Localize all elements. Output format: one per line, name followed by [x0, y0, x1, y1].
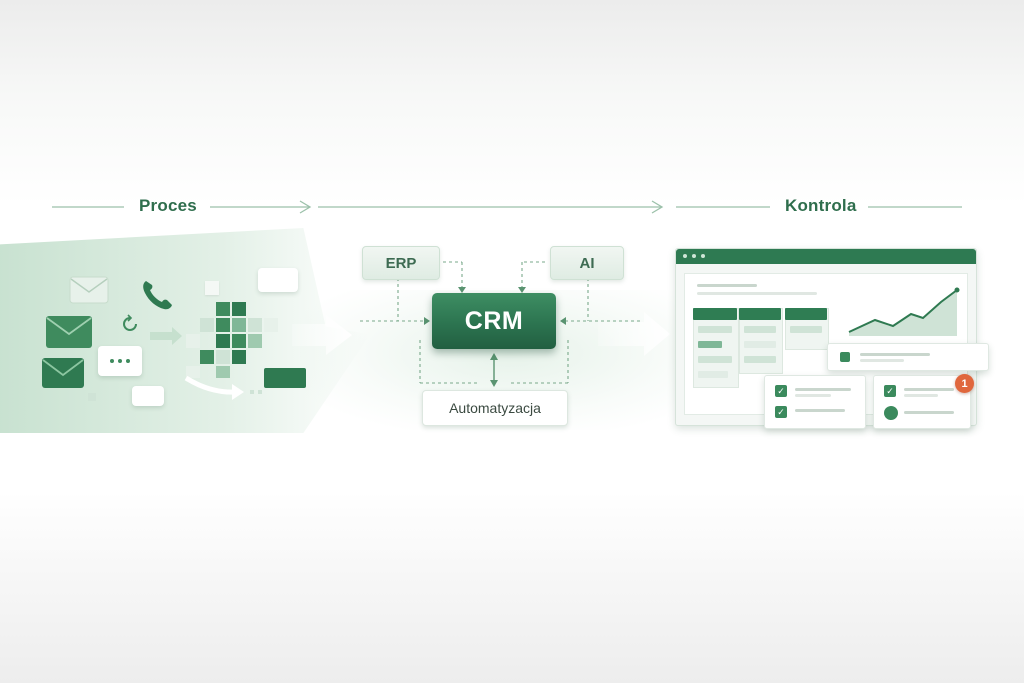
crm-node: CRM — [432, 293, 556, 349]
table-cell — [744, 356, 776, 363]
window-dot — [692, 254, 696, 258]
text-line — [860, 353, 930, 356]
envelope-icon — [46, 316, 92, 348]
table-cell — [698, 326, 732, 333]
trend-chart — [848, 287, 960, 336]
table-cell — [744, 326, 776, 333]
tile — [264, 368, 306, 388]
chat-bubble-icon — [98, 346, 142, 376]
heading-process: Proces — [139, 196, 197, 215]
text-line — [860, 359, 904, 362]
table-header — [693, 308, 737, 320]
list-marker — [840, 352, 850, 362]
tile — [88, 393, 96, 401]
notification-badge: 1 — [955, 374, 974, 393]
list-item-card — [827, 343, 989, 371]
table-header — [785, 308, 827, 320]
task-card: ✓ — [873, 375, 971, 429]
erp-node: ERP — [362, 246, 440, 280]
tile — [205, 281, 219, 295]
window-dot — [683, 254, 687, 258]
check-icon: ✓ — [775, 406, 787, 418]
text-line — [904, 411, 954, 414]
phone-icon — [143, 281, 172, 310]
heading-control: Kontrola — [785, 196, 857, 215]
table-cell — [698, 371, 728, 378]
envelope-icon — [69, 276, 109, 304]
text-line — [795, 388, 851, 391]
text-line — [697, 284, 757, 287]
text-line — [904, 394, 938, 397]
data-grid — [186, 302, 278, 378]
envelope-icon — [42, 358, 84, 388]
task-card: ✓ ✓ — [764, 375, 866, 429]
text-line — [697, 292, 817, 295]
text-line — [795, 394, 831, 397]
table-cell — [790, 326, 822, 333]
check-icon: ✓ — [775, 385, 787, 397]
refresh-icon — [123, 314, 137, 331]
status-dot — [884, 406, 898, 420]
ai-node: AI — [550, 246, 624, 280]
text-line — [904, 388, 954, 391]
table-header — [739, 308, 781, 320]
chat-bubble-icon — [132, 386, 164, 406]
text-line — [795, 409, 845, 412]
check-icon: ✓ — [884, 385, 896, 397]
chat-bubble-icon — [258, 268, 298, 292]
table-cell — [744, 341, 776, 348]
window-titlebar — [676, 249, 976, 264]
automation-node: Automatyzacja — [422, 390, 568, 426]
table-cell — [698, 356, 732, 363]
window-dot — [701, 254, 705, 258]
table-cell — [698, 341, 722, 348]
